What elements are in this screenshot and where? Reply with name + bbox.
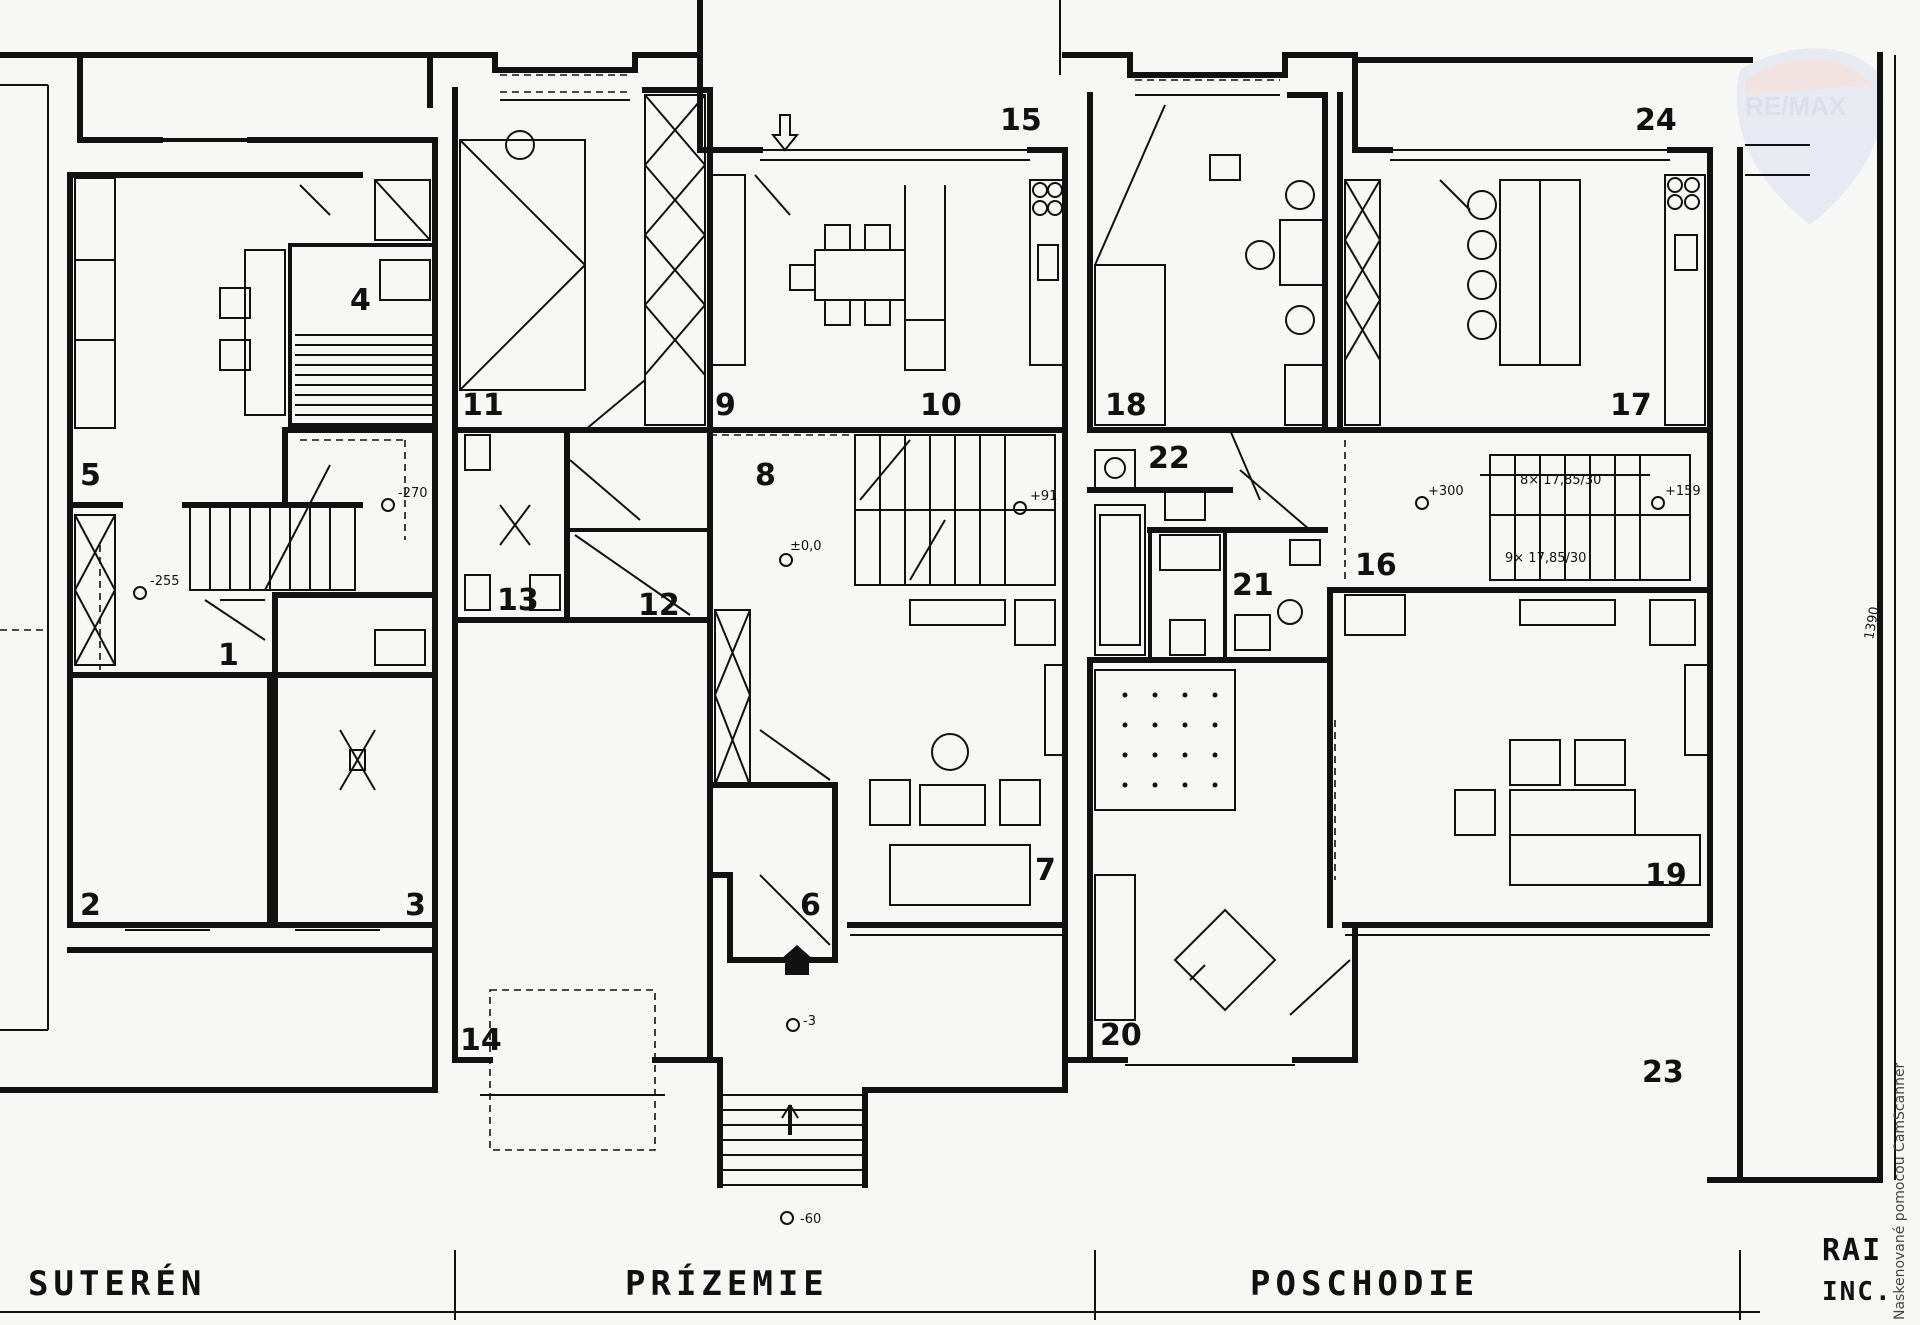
level-marker-icon <box>1651 496 1665 510</box>
level-60: -60 <box>800 1212 821 1227</box>
level-159: +159 <box>1665 484 1701 499</box>
room-labels: 1 2 3 4 5 6 7 8 9 10 11 12 13 14 15 16 1… <box>80 103 1687 1090</box>
section-title-upper: POSCHODIE <box>1250 1264 1479 1304</box>
room-label-19: 19 <box>1645 858 1687 893</box>
level-00: ±0,0 <box>790 539 822 554</box>
room-label-22: 22 <box>1148 441 1190 476</box>
logo-text: RE/MAX <box>1745 91 1847 121</box>
scanner-watermark: Naskenované pomocou CamScanner <box>1892 1062 1908 1320</box>
level-255: -255 <box>150 574 180 589</box>
room-label-15: 15 <box>1000 103 1042 138</box>
room-label-11: 11 <box>462 388 504 423</box>
level-marker-icon <box>381 498 395 512</box>
level-91: +91 <box>1030 489 1057 504</box>
room-label-13: 13 <box>497 583 539 618</box>
room-label-21: 21 <box>1232 568 1274 603</box>
room-label-4: 4 <box>350 283 371 318</box>
room-label-17: 17 <box>1610 388 1652 423</box>
room-label-7: 7 <box>1035 853 1056 888</box>
level-marker-icon <box>786 1018 800 1032</box>
room-label-23: 23 <box>1642 1055 1684 1090</box>
room-label-24: 24 <box>1635 103 1677 138</box>
corner-text-line2: INC. <box>1822 1277 1893 1307</box>
room-label-10: 10 <box>920 388 962 423</box>
room-label-5: 5 <box>80 458 101 493</box>
room-label-9: 9 <box>715 388 736 423</box>
entrance-arrow-icon <box>780 945 814 975</box>
section-title-ground: PRÍZEMIE <box>625 1263 829 1304</box>
section-dimension-line <box>0 1250 1760 1320</box>
overall-dimension: 1390 <box>1862 605 1883 640</box>
stair-note-run2: 9× 17,85/30 <box>1505 551 1586 566</box>
room-label-3: 3 <box>405 888 426 923</box>
stair-note-run1: 8× 17,85/30 <box>1520 473 1601 488</box>
room-label-20: 20 <box>1100 1018 1142 1053</box>
level-marker-icon <box>780 1211 794 1225</box>
room-label-1: 1 <box>218 638 239 673</box>
level-270: -270 <box>398 486 428 501</box>
level-marker-icon <box>779 553 793 567</box>
level-marks: -270 -255 ±0,0 +91 -3 -60 +300 +159 <box>133 484 1701 1227</box>
ground-floor-plan <box>432 0 1068 1188</box>
upper-floor-plan <box>1062 52 1896 1183</box>
level-marker-icon <box>1415 496 1429 510</box>
level-marker-icon <box>133 586 147 600</box>
corner-text-line1: RAI <box>1822 1233 1882 1268</box>
level-3: -3 <box>803 1014 816 1029</box>
room-label-2: 2 <box>80 888 101 923</box>
room-label-6: 6 <box>800 888 821 923</box>
basement-plan <box>0 52 438 1093</box>
room-label-16: 16 <box>1355 548 1397 583</box>
room-label-12: 12 <box>638 588 680 623</box>
level-300: +300 <box>1428 484 1464 499</box>
room-label-14: 14 <box>460 1023 502 1058</box>
remax-logo: RE/MAX <box>1736 48 1884 226</box>
room-label-8: 8 <box>755 458 776 493</box>
level-marker-icon <box>1013 501 1027 515</box>
section-title-basement: SUTERÉN <box>28 1263 206 1304</box>
entrance-arrow-top-icon <box>770 114 800 152</box>
room-label-18: 18 <box>1105 388 1147 423</box>
